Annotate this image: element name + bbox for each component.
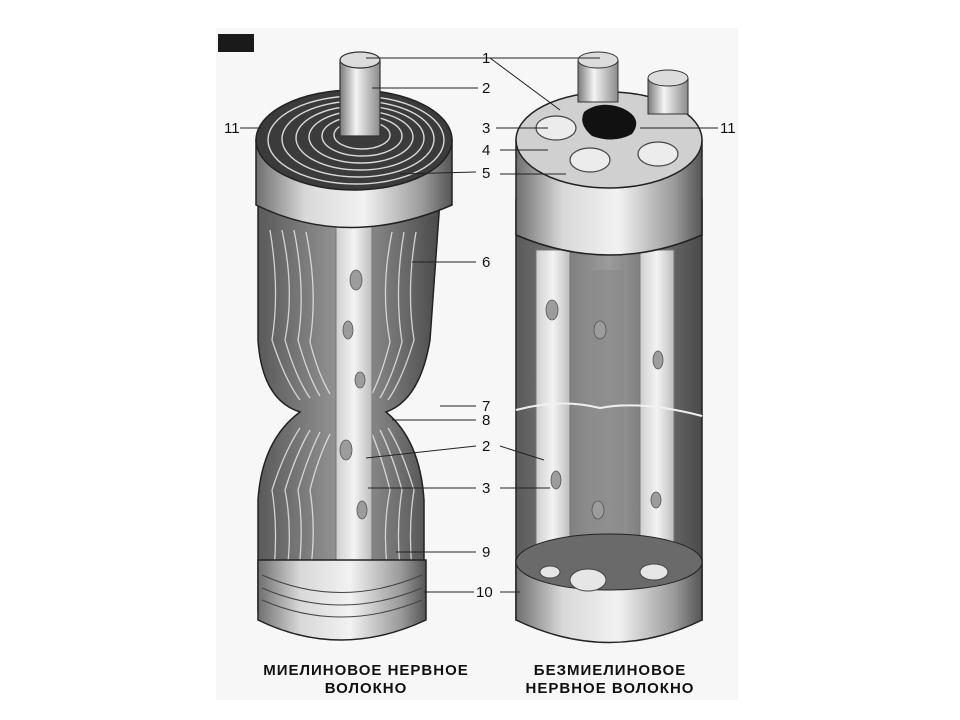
label-1: 1	[482, 50, 490, 67]
corner-stamp	[218, 34, 254, 52]
captions: МИЕЛИНОВОЕ НЕРВНОЕ ВОЛОКНО БЕЗМИЕЛИНОВОЕ…	[263, 662, 695, 697]
myelinated-bottom-cap	[257, 559, 427, 641]
label-2-top: 2	[482, 80, 490, 97]
unmyelinated-mitochondria	[545, 299, 664, 520]
rod-right-top	[647, 69, 689, 87]
unmyelinated-bottom-face	[515, 533, 703, 591]
caption-myelinated-line2: ВОЛОКНО	[325, 680, 408, 697]
label-3-top: 3	[482, 120, 490, 137]
label-11-right: 11	[720, 120, 736, 137]
bottom-rings	[261, 574, 423, 618]
label-10: 10	[476, 584, 493, 601]
unmyelinated-fiber	[515, 51, 703, 644]
label-6: 6	[482, 254, 490, 271]
lemmocyte-junction	[515, 402, 703, 417]
label-2-bottom: 2	[482, 438, 490, 455]
leader-lines	[240, 57, 718, 593]
axon-rod-top	[339, 51, 381, 69]
bottom-cross-sections	[539, 563, 669, 592]
myelinated-fiber	[255, 51, 453, 641]
lemmocyte-nucleus	[582, 104, 637, 140]
rod-left-top	[577, 51, 619, 69]
unmyelinated-axon-middle	[584, 270, 624, 550]
myelinated-axon-rod	[339, 59, 381, 137]
caption-unmyelinated-line1: БЕЗМИЕЛИНОВОЕ	[534, 662, 686, 679]
label-4: 4	[482, 142, 490, 159]
axon-cross-sections	[535, 115, 679, 173]
label-9: 9	[482, 544, 490, 561]
label-5: 5	[482, 165, 490, 182]
caption-myelinated-line1: МИЕЛИНОВОЕ НЕРВНОЕ	[263, 662, 469, 679]
axon-mitochondria	[339, 269, 368, 520]
label-7: 7	[482, 398, 490, 415]
label-3-bottom: 3	[482, 480, 490, 497]
label-8: 8	[482, 412, 490, 429]
caption-unmyelinated-line2: НЕРВНОЕ ВОЛОКНО	[526, 680, 695, 697]
label-11-left: 11	[224, 120, 240, 137]
number-labels: 1 2 3 4 5 6 7 8 2 3 9 10 11 11	[224, 50, 736, 601]
unmyelinated-axon-right	[639, 249, 675, 556]
